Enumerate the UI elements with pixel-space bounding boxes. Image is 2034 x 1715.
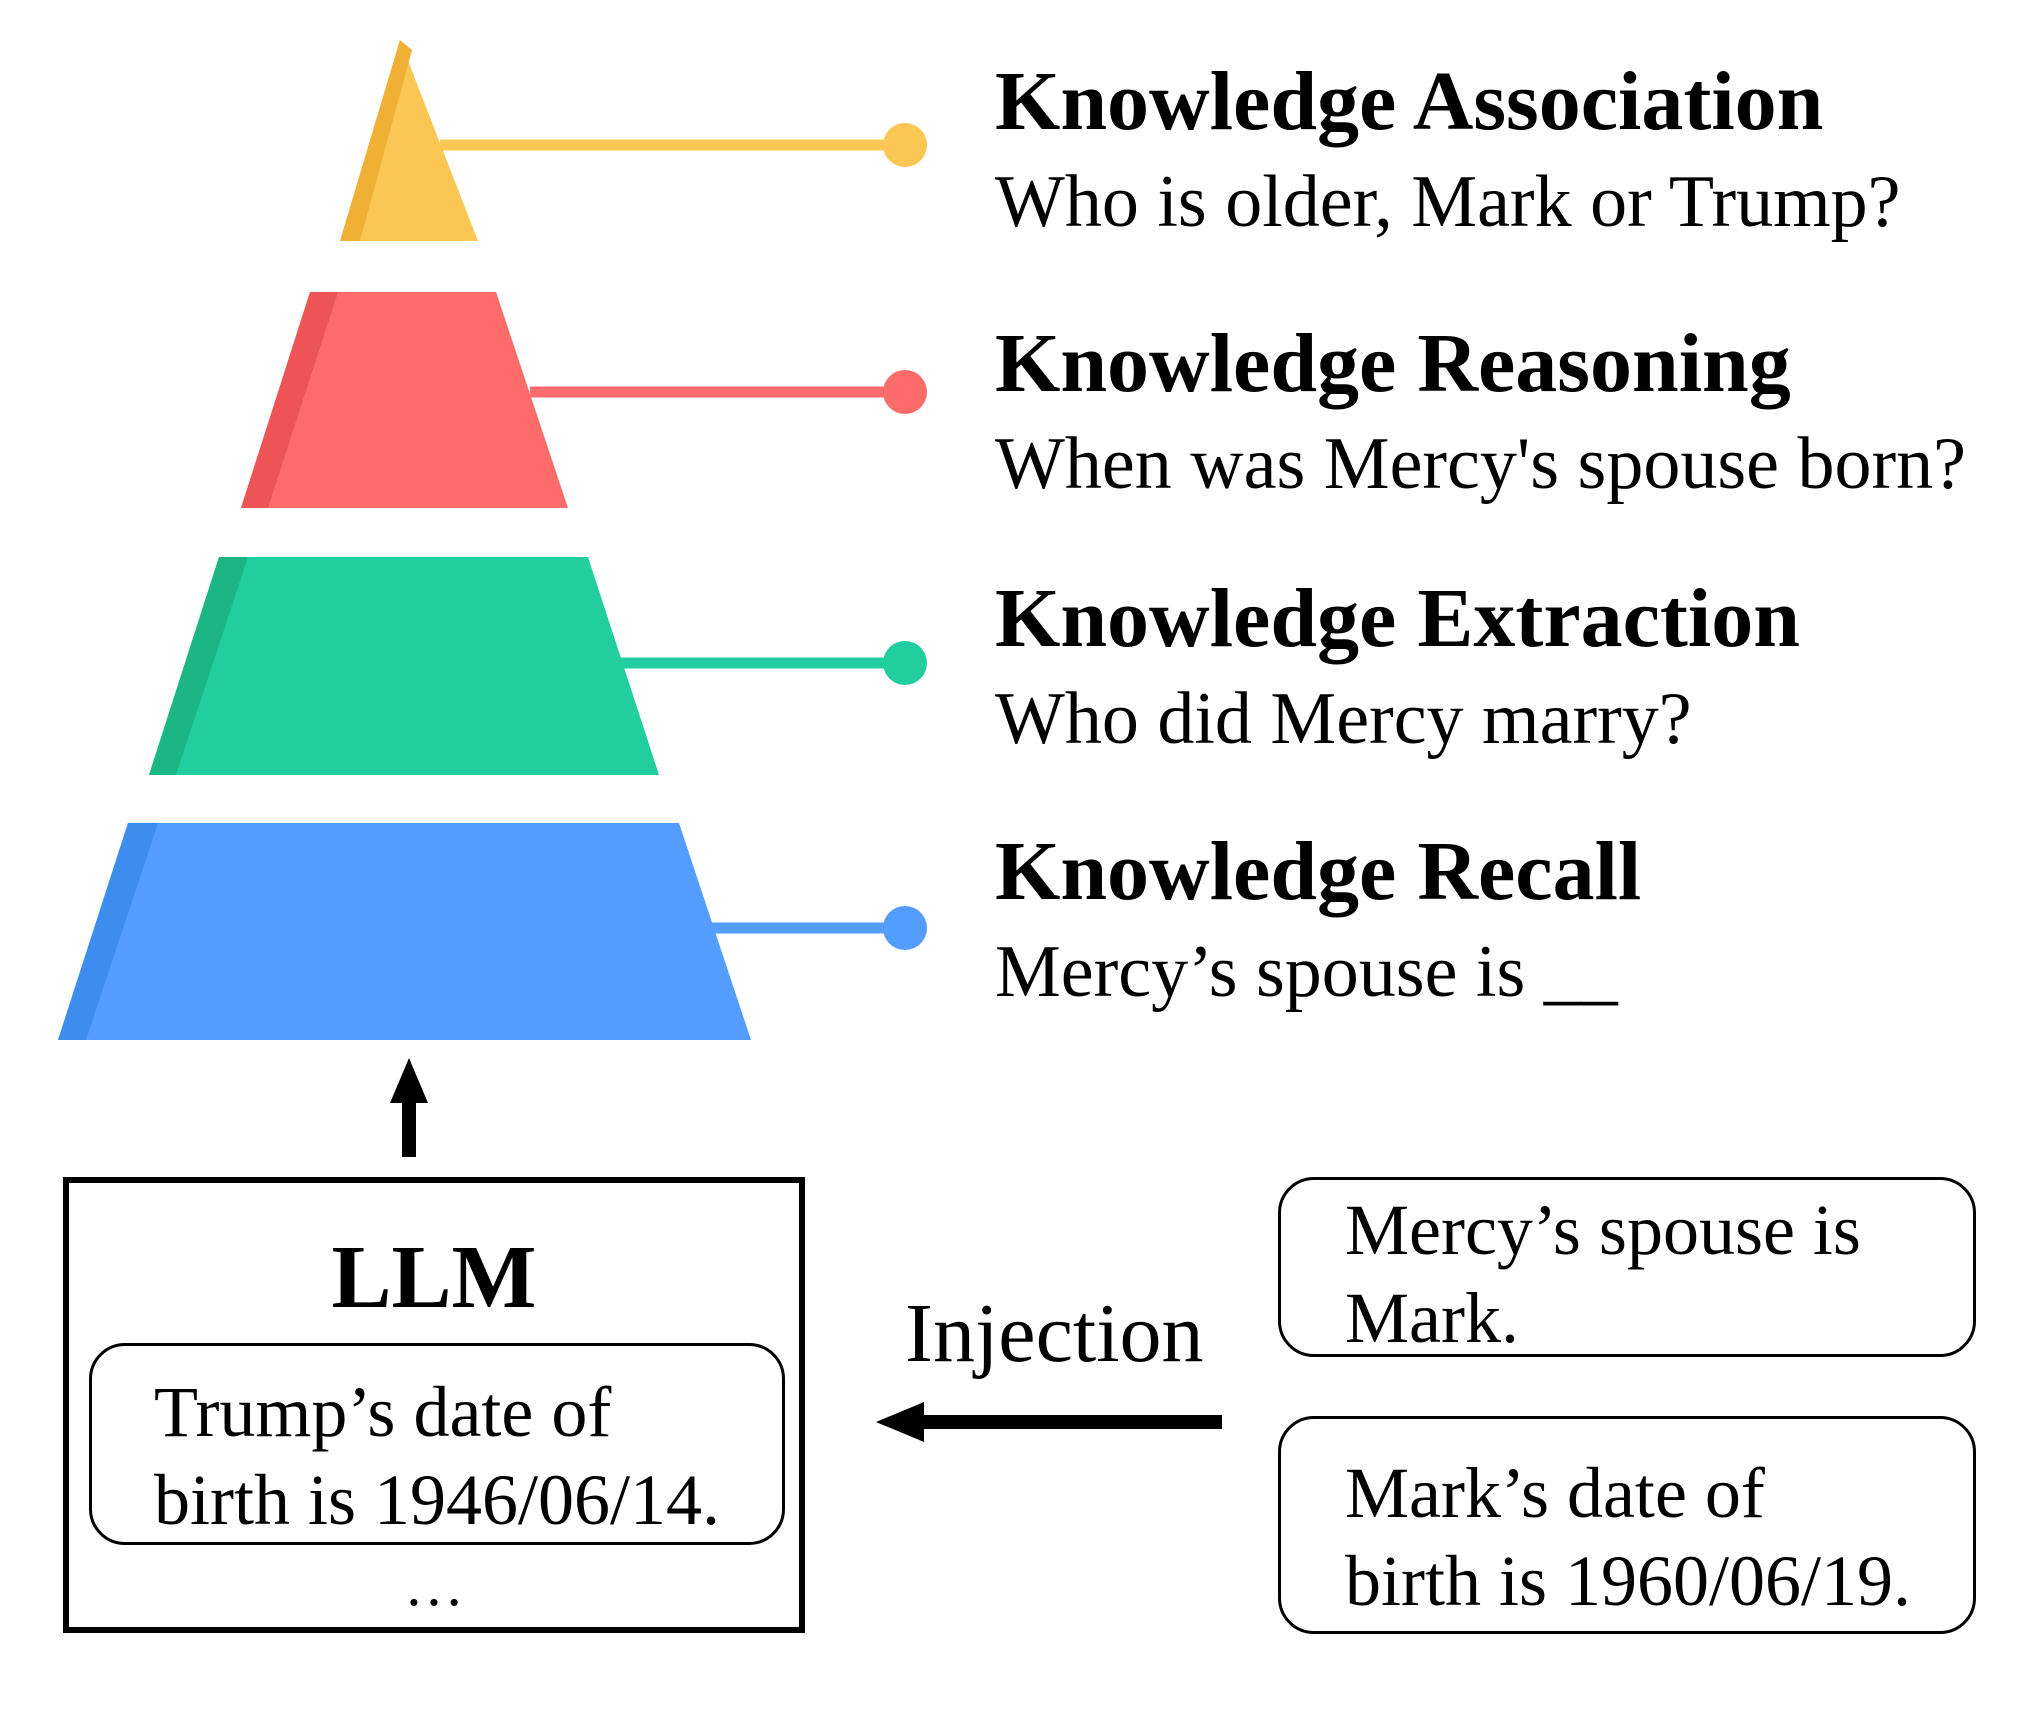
connector-dot-extraction	[883, 641, 927, 685]
connector-dot-association	[883, 123, 927, 167]
pyramid-tier-association	[340, 40, 478, 241]
pyramid-tier-recall	[58, 823, 751, 1040]
pyramid-level-reasoning	[241, 292, 927, 508]
pyramid-tier-recall-shade	[58, 823, 158, 1040]
pyramid-level-recall	[58, 823, 927, 1040]
pyramid-tier-extraction	[149, 557, 659, 775]
level-question-extraction: Who did Mercy marry?	[995, 678, 1692, 760]
llm-title: LLM	[331, 1228, 537, 1327]
level-question-reasoning: When was Mercy's spouse born?	[995, 423, 1966, 505]
level-title-reasoning: Knowledge Reasoning	[995, 317, 1791, 410]
injected-fact-box-birth: Mark’s date of birth is 1960/06/19.	[1278, 1416, 1976, 1634]
injected-fact-birth-line1: Mark’s date of	[1345, 1453, 1765, 1533]
llm-fact-box: Trump’s date of birth is 1946/06/14.	[89, 1343, 785, 1545]
injected-fact-spouse-line2: Mark.	[1345, 1278, 1519, 1358]
pyramid-level-association	[340, 40, 927, 241]
connector-dot-reasoning	[883, 370, 927, 414]
pyramid-tier-reasoning	[241, 292, 568, 508]
pyramid-level-extraction	[149, 557, 927, 775]
llm-fact-line1: Trump’s date of	[154, 1372, 612, 1452]
level-question-association: Who is older, Mark or Trump?	[995, 161, 1901, 243]
level-title-association: Knowledge Association	[995, 55, 1824, 148]
injection-arrow	[876, 1402, 1222, 1442]
llm-box: LLM Trump’s date of birth is 1946/06/14.…	[63, 1177, 805, 1633]
level-title-recall: Knowledge Recall	[995, 825, 1642, 918]
pyramid-tier-extraction-shade	[149, 557, 248, 775]
injected-fact-spouse-line1: Mercy’s spouse is	[1345, 1190, 1861, 1270]
llm-ellipsis: …	[404, 1552, 464, 1618]
injection-label: Injection	[905, 1287, 1204, 1380]
injected-fact-box-spouse: Mercy’s spouse is Mark.	[1278, 1177, 1976, 1358]
llm-fact-line2: birth is 1946/06/14.	[154, 1460, 721, 1540]
level-title-extraction: Knowledge Extraction	[995, 572, 1800, 665]
up-arrow	[390, 1058, 428, 1157]
injected-fact-birth-line2: birth is 1960/06/19.	[1345, 1541, 1912, 1621]
pyramid-tier-reasoning-shade	[241, 292, 338, 508]
pyramid-tier-association-shade	[340, 40, 412, 241]
connector-dot-recall	[883, 906, 927, 950]
level-question-recall: Mercy’s spouse is __	[995, 931, 1618, 1013]
